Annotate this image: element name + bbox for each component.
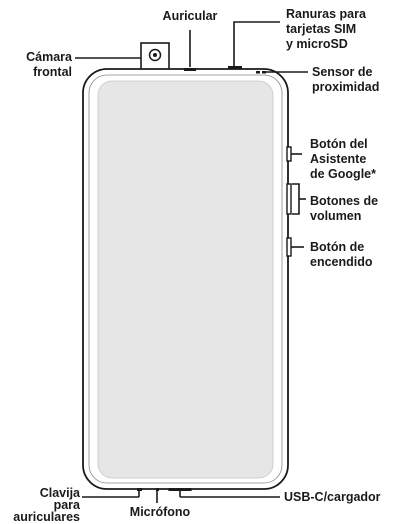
label-camara: Cámara frontal	[26, 50, 73, 79]
svg-text:Sensor de: Sensor de	[312, 65, 372, 79]
label-auricular: Auricular	[163, 9, 218, 23]
svg-text:de Google*: de Google*	[310, 167, 376, 181]
microphone-hole	[156, 488, 159, 491]
svg-text:volumen: volumen	[310, 209, 361, 223]
svg-text:tarjetas SIM: tarjetas SIM	[286, 22, 356, 36]
assistant-button	[286, 146, 292, 162]
svg-text:y microSD: y microSD	[286, 37, 348, 51]
label-ranuras: Ranuras para tarjetas SIM y microSD	[286, 7, 367, 51]
svg-text:Botones de: Botones de	[310, 194, 378, 208]
svg-text:Clavija: Clavija	[40, 486, 81, 500]
leader-ranuras	[233, 21, 280, 66]
label-microfono: Micrófono	[130, 505, 191, 519]
headphone-jack	[137, 488, 142, 491]
front-camera-module	[140, 42, 170, 71]
svg-text:Botón del: Botón del	[310, 137, 368, 151]
svg-text:auriculares: auriculares	[13, 510, 80, 524]
power-button	[286, 237, 292, 257]
label-usb: USB-C/cargador	[284, 490, 381, 504]
earpiece	[184, 68, 196, 71]
svg-text:Ranuras para: Ranuras para	[286, 7, 367, 21]
usb-c-port	[168, 488, 192, 491]
phone-inner-bezel	[88, 74, 283, 484]
label-clavija: Clavija para auriculares	[13, 486, 81, 524]
label-encendido: Botón de encendido	[310, 240, 373, 269]
volume-buttons	[286, 183, 292, 215]
sim-tray	[228, 66, 242, 69]
leader-volumen	[292, 183, 300, 215]
svg-text:Cámara: Cámara	[26, 50, 73, 64]
label-volumen: Botones de volumen	[310, 194, 378, 223]
phone-screen	[97, 80, 274, 479]
svg-text:proximidad: proximidad	[312, 80, 379, 94]
svg-text:frontal: frontal	[33, 65, 72, 79]
svg-text:Asistente: Asistente	[310, 152, 366, 166]
svg-text:encendido: encendido	[310, 255, 373, 269]
label-asistente: Botón del Asistente de Google*	[310, 137, 376, 181]
proximity-sensor	[256, 71, 260, 74]
label-sensor: Sensor de proximidad	[312, 65, 379, 94]
svg-text:para: para	[54, 498, 81, 512]
svg-text:Botón de: Botón de	[310, 240, 364, 254]
